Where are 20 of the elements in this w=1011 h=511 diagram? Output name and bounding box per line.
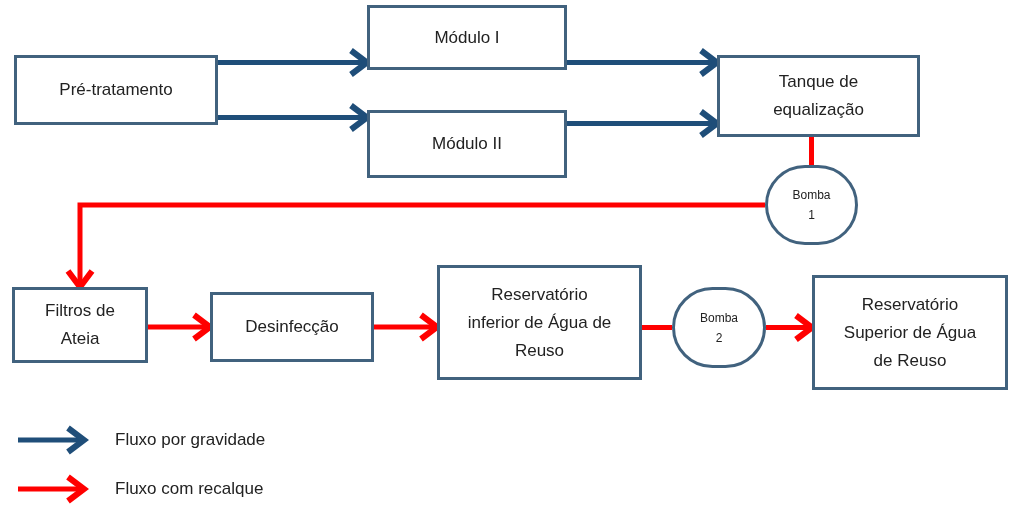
process-box (812, 275, 1008, 390)
legend-text: Fluxo com recalque (115, 478, 264, 500)
node-label: Desinfecção (245, 316, 339, 338)
node-label: Bomba 2 (699, 309, 739, 347)
process-box (14, 55, 218, 125)
process-box (367, 110, 567, 178)
legend-text: Fluxo por gravidade (115, 429, 266, 451)
node-label: Módulo I (434, 26, 500, 49)
process-box (437, 265, 642, 380)
node-label: Pré-tratamento (59, 79, 173, 101)
node-label: Bomba 1 (791, 187, 832, 224)
node-label: Módulo II (432, 133, 502, 155)
process-box (12, 287, 148, 363)
node-label: Reservatório inferior de Água de Reuso (466, 283, 613, 362)
node-label: Filtros de Ateia (44, 300, 116, 350)
process-box (717, 55, 920, 137)
process-box (367, 5, 567, 70)
node-label: Tanque de equalização (772, 71, 865, 121)
node-label: Reservatório Superior de Água de Reuso (842, 293, 978, 372)
process-box (210, 292, 374, 362)
